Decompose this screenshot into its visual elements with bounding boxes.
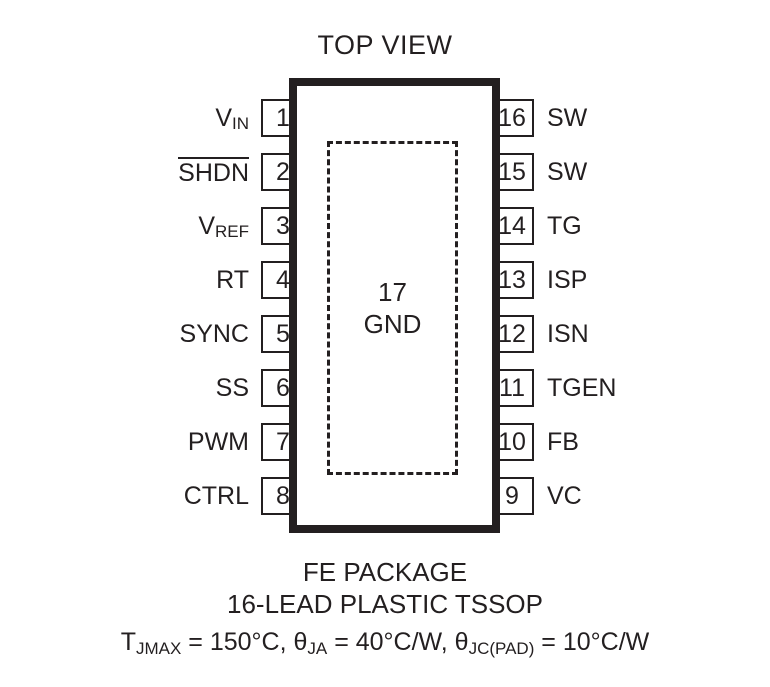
pin-label-subscript: REF xyxy=(215,222,249,242)
pin-label: VIN xyxy=(215,103,249,134)
page-title: TOP VIEW xyxy=(317,30,453,60)
theta-ja-symbol: θ xyxy=(293,628,308,656)
pin-label: TGEN xyxy=(547,373,617,402)
pin-label: SYNC xyxy=(179,319,249,348)
theta-ja-subscript: JA xyxy=(307,638,328,658)
tjmax-symbol: T xyxy=(120,628,136,656)
pin-label: TG xyxy=(547,211,582,240)
pin-label: ISP xyxy=(547,265,588,294)
package-body-outline xyxy=(289,78,500,533)
tjmax-subscript: JMAX xyxy=(136,638,182,658)
tjmax-value: = 150°C, xyxy=(181,628,294,656)
pin-label: VREF xyxy=(198,211,249,242)
pin-label: FB xyxy=(547,427,579,456)
exposed-pad: 17 GND xyxy=(327,141,458,475)
exposed-pad-label: GND xyxy=(363,309,422,339)
exposed-pad-number: 17 xyxy=(378,277,407,307)
pin-label-subscript: IN xyxy=(232,114,249,134)
package-type-caption: 16-LEAD PLASTIC TSSOP xyxy=(227,589,543,619)
theta-ja-value: = 40°C/W, xyxy=(327,628,455,656)
package-name-caption: FE PACKAGE xyxy=(302,557,468,587)
pin-label: SS xyxy=(215,373,249,402)
theta-jc-value: = 10°C/W xyxy=(534,628,650,656)
pin-label: PWM xyxy=(187,427,249,456)
active-low-overbar: SHDN xyxy=(178,156,249,187)
pin-label: RT xyxy=(216,265,249,294)
pin-label: VC xyxy=(547,481,582,510)
pin-label: SW xyxy=(547,103,588,132)
theta-jc-subscript: JC(PAD) xyxy=(468,638,535,658)
theta-jc-symbol: θ xyxy=(454,628,469,656)
pin-label: CTRL xyxy=(183,481,249,510)
pin-label: ISN xyxy=(547,319,589,348)
pin-label: SHDN xyxy=(178,156,249,188)
thermal-spec-caption: TJMAX = 150°C, θJA = 40°C/W, θJC(PAD) = … xyxy=(0,628,770,658)
pin-label: SW xyxy=(547,157,588,186)
